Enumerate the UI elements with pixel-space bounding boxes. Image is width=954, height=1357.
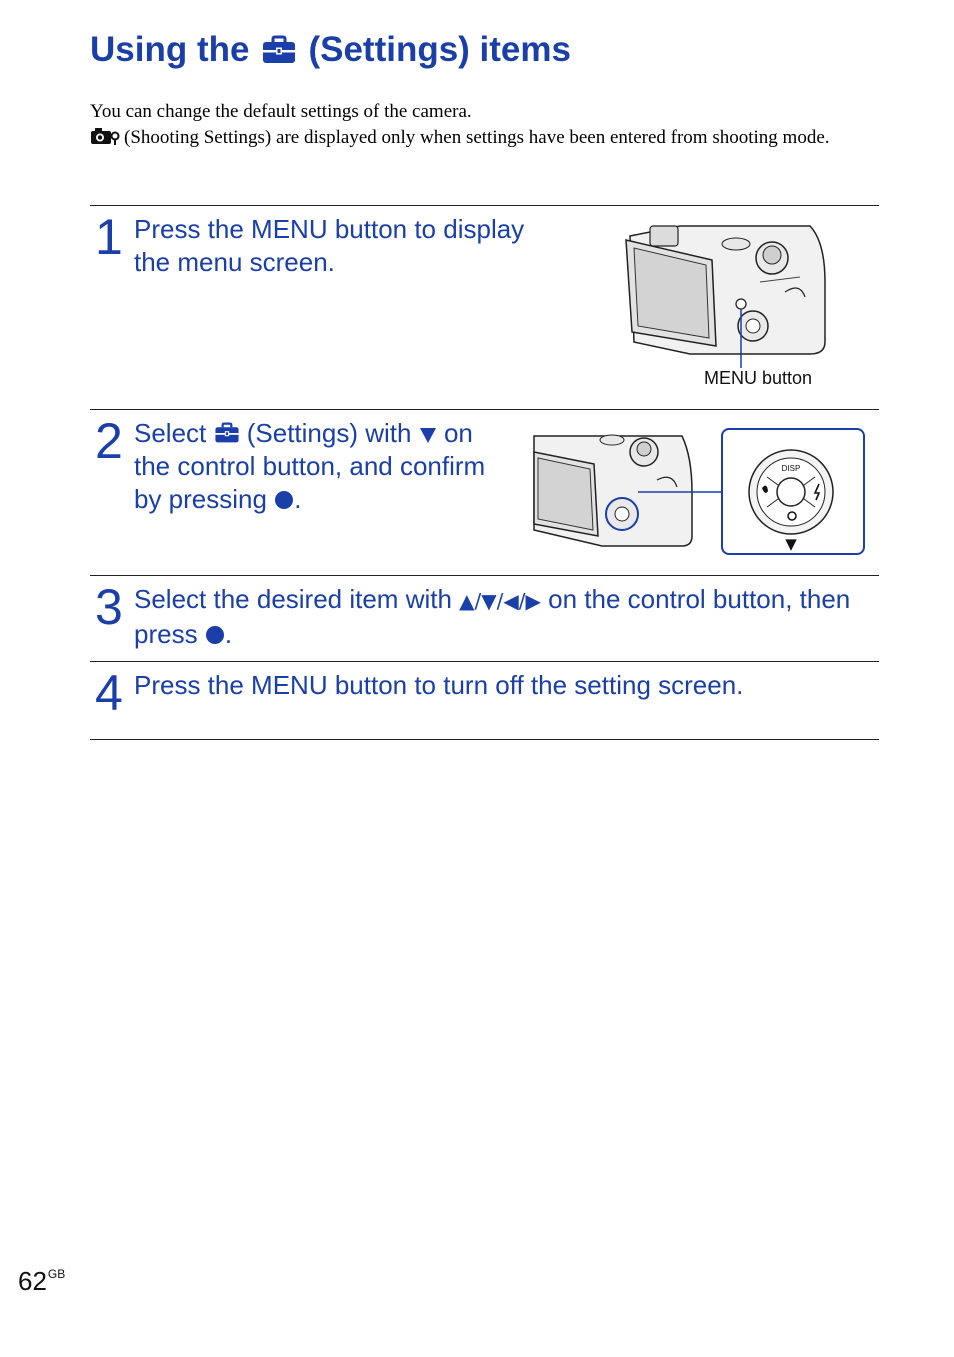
circle-bullet-icon <box>205 625 225 645</box>
step-2-part-c: on the control button, and confirm by pr… <box>134 418 486 514</box>
divider <box>90 739 879 740</box>
toolbox-icon <box>261 35 297 65</box>
page-title: Using the (Settings) items <box>90 30 571 70</box>
page-number-suffix: GB <box>47 1267 66 1281</box>
step-3-text: Select the desired item with ▲/▼/◀/▶ on … <box>134 583 874 651</box>
divider <box>90 409 879 410</box>
step-4-text: Press the MENU button to turn off the se… <box>134 670 744 700</box>
divider <box>90 661 879 662</box>
intro-line-2: (Shooting Settings) are displayed only w… <box>90 125 880 151</box>
step-2-part-d: . <box>294 484 302 514</box>
step-2-part-b: (Settings) with <box>246 418 412 448</box>
camera-illustration <box>620 222 830 372</box>
divider <box>90 575 879 576</box>
step-3-part-a: Select the desired item with <box>134 584 452 614</box>
step-2-text: Select (Settings) with on the control bu… <box>134 417 514 516</box>
menu-button-caption: MENU button <box>704 368 813 388</box>
page-number: 62GB <box>18 1266 65 1297</box>
step-number-1: 1 <box>95 209 123 265</box>
step-number-2: 2 <box>95 413 123 469</box>
intro-line-2-text: (Shooting Settings) are displayed only w… <box>124 127 830 148</box>
step-3-part-c: . <box>224 619 233 649</box>
circle-bullet-icon <box>274 490 294 510</box>
step-number-3: 3 <box>95 579 123 635</box>
down-arrow-label: ▼ <box>785 535 797 553</box>
disp-label: DISP <box>782 464 801 473</box>
step-2-part-a: Select <box>134 418 207 448</box>
control-button-illustration: DISP ▼ <box>721 428 865 555</box>
intro-text: You can change the default settings of t… <box>90 99 880 151</box>
intro-line-1: You can change the default settings of t… <box>90 101 472 122</box>
camera-illustration <box>532 432 862 556</box>
camera-settings-icon <box>90 126 120 146</box>
title-prefix: Using the <box>90 30 250 69</box>
divider <box>90 205 879 206</box>
step-number-4: 4 <box>95 665 123 721</box>
down-triangle-icon <box>419 426 437 444</box>
title-suffix: (Settings) items <box>308 30 571 69</box>
page-number-value: 62 <box>18 1266 47 1296</box>
step-3-part-b: on the control button, then press <box>134 584 851 649</box>
step-1-text: Press the MENU button to display the men… <box>134 214 525 277</box>
toolbox-icon <box>214 422 240 444</box>
direction-arrows: ▲/▼/◀/▶ <box>459 589 541 613</box>
